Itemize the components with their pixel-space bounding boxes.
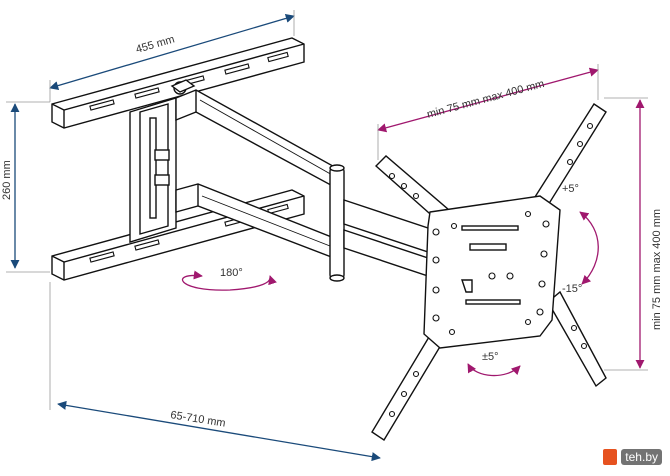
watermark-text: teh.by xyxy=(621,449,662,465)
dim-extension xyxy=(49,282,381,462)
forward-arm xyxy=(343,199,441,281)
label-extension: 65-710 mm xyxy=(170,409,227,430)
label-tilt-up: +5° xyxy=(562,183,579,195)
watermark-logo-icon xyxy=(603,449,618,465)
dim-wall-width xyxy=(49,10,295,102)
watermark: teh.by xyxy=(603,449,662,465)
level-arrow xyxy=(467,363,521,377)
dim-vesa-horizontal xyxy=(377,64,599,160)
label-tilt-down: -15° xyxy=(562,283,582,295)
label-swivel: 180° xyxy=(220,267,243,279)
tilt-arrow xyxy=(579,211,599,285)
label-wall-height: 260 mm xyxy=(1,160,13,200)
swivel-arrow xyxy=(181,270,277,291)
dim-vesa-vertical xyxy=(604,97,648,371)
label-vesa-horizontal: min 75 mm max 400 mm xyxy=(426,78,546,121)
upper-arm xyxy=(175,89,341,192)
middle-pivot-post xyxy=(329,164,345,282)
vesa-plate xyxy=(371,103,607,441)
dim-wall-height xyxy=(6,101,50,273)
label-vesa-vertical: min 75 mm max 400 mm xyxy=(651,209,663,330)
label-level: ±5° xyxy=(482,351,499,363)
